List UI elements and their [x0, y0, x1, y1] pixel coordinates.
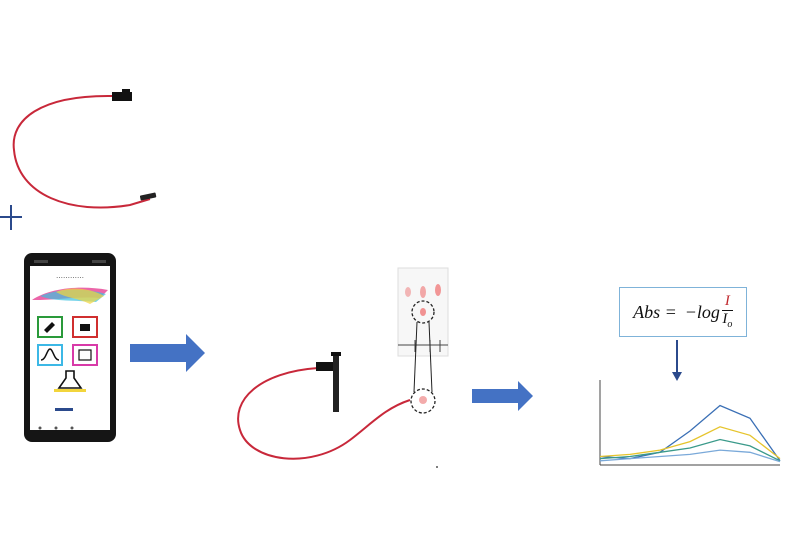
equation-numerator: I	[721, 294, 733, 311]
series-line-1	[599, 404, 781, 462]
arrow-down	[672, 340, 682, 381]
smartphone: ⋯⋯⋯⋯	[24, 253, 116, 442]
equation-lhs: Abs =	[633, 301, 677, 322]
absorbance-equation: Abs = −log I Io	[619, 287, 747, 337]
plus-icon	[0, 205, 22, 230]
arrow-right-1	[130, 334, 205, 372]
series-line-4	[599, 449, 781, 463]
chart-series	[599, 404, 781, 463]
equation-denominator: Io	[722, 311, 733, 330]
arrow-right-2	[472, 381, 533, 411]
flask-icon	[57, 370, 83, 389]
chart-axes	[599, 380, 780, 466]
equation-log: −log	[684, 301, 720, 322]
peak-icon	[37, 344, 63, 366]
pen-icon	[37, 316, 63, 338]
photo-icon	[72, 344, 98, 366]
series-line-2	[599, 426, 781, 460]
equation-fraction: I Io	[721, 294, 733, 330]
svg-text:⋯⋯⋯⋯: ⋯⋯⋯⋯	[56, 275, 84, 282]
tlc-plate	[397, 267, 449, 414]
series-line-3	[599, 438, 781, 462]
fiber-optic-cable-top	[12, 89, 157, 209]
camera-icon	[72, 316, 98, 338]
fiber-optic-cable-bottom	[237, 352, 411, 460]
